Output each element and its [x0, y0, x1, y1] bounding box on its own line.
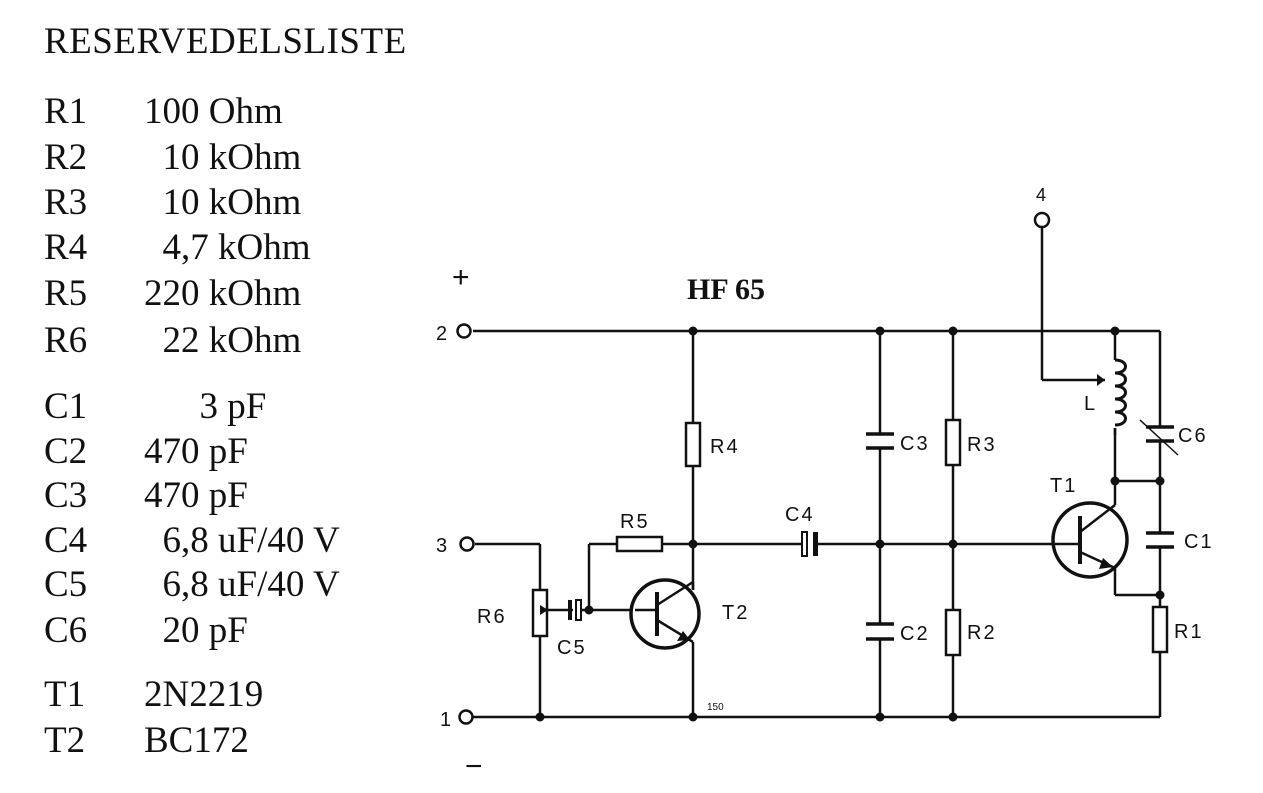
- junction-dots: [535, 326, 1165, 722]
- part-value: 470 pF: [144, 475, 248, 516]
- part-ref: T1: [44, 674, 86, 715]
- part-value: 470 pF: [144, 431, 248, 472]
- part-value: 10 kOhm: [144, 137, 302, 178]
- transistor-t2: [629, 578, 701, 650]
- label-t1: T1: [1050, 475, 1077, 497]
- scribble-note: 150: [707, 702, 724, 713]
- wiper-arrow-icon: [540, 605, 548, 615]
- label-r6: R6: [477, 606, 507, 628]
- label-r4: R4: [710, 436, 740, 458]
- label-r3: R3: [967, 434, 997, 456]
- label-c6: C6: [1178, 425, 1208, 447]
- label-r1: R1: [1174, 621, 1204, 643]
- label-c1: C1: [1184, 531, 1214, 553]
- terminal-label-1: 1: [440, 709, 451, 731]
- part-ref: C6: [44, 610, 88, 651]
- part-ref: C5: [44, 564, 88, 605]
- trimmer-arrow-icon: [1139, 419, 1179, 456]
- part-ref: R4: [44, 227, 88, 268]
- part-ref: R3: [44, 182, 88, 223]
- terminal-2: [456, 323, 472, 339]
- label-r2: R2: [967, 622, 997, 644]
- part-value: 22 kOhm: [144, 320, 302, 361]
- capacitor-c4: [813, 532, 818, 556]
- resistor-r3: [944, 418, 962, 467]
- capacitor-c2: [866, 622, 894, 641]
- part-ref: C3: [44, 475, 88, 516]
- terminal-label-4: 4: [1036, 185, 1046, 205]
- part-value: BC172: [144, 720, 249, 761]
- label-r5: R5: [620, 511, 650, 533]
- wires: [473, 228, 1162, 719]
- terminal-4: [1033, 211, 1051, 229]
- inductor-l: [1114, 358, 1127, 427]
- part-ref: R6: [44, 320, 88, 361]
- label-c5: C5: [557, 637, 587, 659]
- transistor-t1: [1051, 501, 1129, 579]
- resistor-r2: [944, 608, 962, 657]
- resistor-r1: [1151, 605, 1169, 654]
- terminal-1: [458, 709, 474, 725]
- part-value: 2N2219: [144, 674, 264, 715]
- part-value: 10 kOhm: [144, 182, 302, 223]
- plus-sign: +: [452, 261, 470, 294]
- parts-list-title: RESERVEDELSLISTE: [44, 21, 407, 62]
- part-value: 3 pF: [144, 386, 267, 427]
- part-value: 6,8 uF/40 V: [144, 564, 340, 605]
- part-value: 4,7 kOhm: [144, 227, 311, 268]
- label-c3: C3: [900, 433, 930, 455]
- capacitor-c3: [866, 432, 894, 450]
- capacitor-c4-plus: [801, 531, 808, 557]
- part-ref: C1: [44, 386, 88, 427]
- terminal-3: [459, 536, 475, 552]
- capacitor-c6: [1146, 425, 1174, 443]
- schematic-title: HF 65: [687, 273, 765, 306]
- terminal-label-2: 2: [436, 323, 447, 345]
- label-t2: T2: [722, 602, 749, 624]
- capacitor-c1: [1146, 531, 1174, 549]
- capacitor-c5-plus: [575, 599, 582, 621]
- label-c4: C4: [785, 504, 815, 526]
- resistor-r4: [684, 421, 702, 468]
- part-ref: C4: [44, 520, 88, 561]
- part-value: 100 Ohm: [144, 91, 283, 132]
- part-ref: R5: [44, 273, 88, 314]
- coil-tap-arrow-icon: [1097, 374, 1105, 386]
- minus-sign: −: [465, 750, 483, 783]
- part-value: 6,8 uF/40 V: [144, 520, 340, 561]
- part-ref: R1: [44, 91, 88, 132]
- part-ref: R2: [44, 137, 88, 178]
- terminal-label-3: 3: [436, 535, 447, 557]
- resistor-r5: [615, 535, 664, 553]
- label-l: L: [1084, 393, 1095, 415]
- capacitor-c5: [568, 600, 572, 620]
- part-value: 220 kOhm: [144, 273, 302, 314]
- label-c2: C2: [900, 623, 930, 645]
- parts-list: RESERVEDELSLISTE R1 100 Ohm R2 10 kOhm R3…: [0, 0, 420, 793]
- part-ref: T2: [44, 720, 86, 761]
- part-ref: C2: [44, 431, 88, 472]
- part-value: 20 pF: [144, 610, 248, 651]
